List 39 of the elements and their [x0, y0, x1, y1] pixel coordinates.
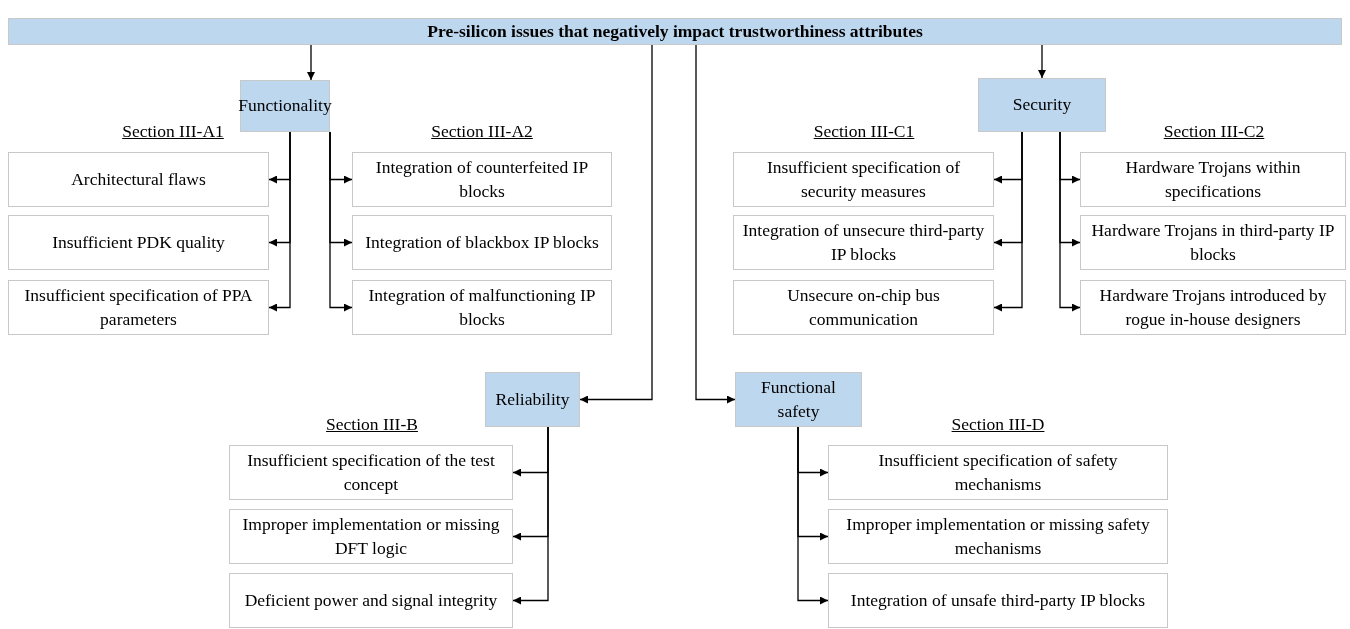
- category-box: Functionality: [240, 80, 330, 132]
- connector-arrow: [307, 44, 315, 81]
- issue-box: Insufficient specification of safety mechanisms: [828, 445, 1168, 500]
- category-box: Reliability: [485, 372, 580, 427]
- issue-box: Architectural flaws: [8, 152, 269, 207]
- connector-arrow: [797, 426, 829, 605]
- section-heading: Section III-D: [951, 414, 1045, 435]
- issue-box: Integration of blackbox IP blocks: [352, 215, 612, 270]
- issue-box: Hardware Trojans within specifications: [1080, 152, 1346, 207]
- section-heading: Section III-C1: [813, 121, 915, 142]
- section-heading: Section III-B: [326, 414, 418, 435]
- issue-box: Integration of unsafe third-party IP blocks: [828, 573, 1168, 628]
- issue-box: Hardware Trojans in third-party IP blocks: [1080, 215, 1346, 270]
- connector-arrow: [993, 131, 1023, 312]
- issue-box: Improper implementation or missing safety mechanisms: [828, 509, 1168, 564]
- issue-box: Insufficient PDK quality: [8, 215, 269, 270]
- title-banner: Pre-silicon issues that negatively impact trustworthiness attributes: [8, 18, 1342, 45]
- issue-box: Deficient power and signal integrity: [229, 573, 513, 628]
- issue-box: Improper implementation or missing DFT logic: [229, 509, 513, 564]
- connector-arrow: [695, 44, 736, 404]
- connector-arrow: [1059, 131, 1081, 312]
- section-heading: Section III-A1: [122, 121, 224, 142]
- issue-box: Integration of unsecure third-party IP blocks: [733, 215, 994, 270]
- issue-box: Hardware Trojans introduced by rogue in-house designers: [1080, 280, 1346, 335]
- category-box: Functional safety: [735, 372, 862, 427]
- connector-arrow: [1038, 44, 1046, 79]
- connector-arrow: [512, 426, 549, 605]
- section-heading: Section III-A2: [431, 121, 533, 142]
- connector-arrow: [268, 131, 291, 312]
- issue-box: Insufficient specification of security measures: [733, 152, 994, 207]
- issue-box: Insufficient specification of PPA parameters: [8, 280, 269, 335]
- issue-box: Unsecure on-chip bus communication: [733, 280, 994, 335]
- issue-box: Insufficient specification of the test concept: [229, 445, 513, 500]
- category-box: Security: [978, 78, 1106, 132]
- issue-box: Integration of malfunctioning IP blocks: [352, 280, 612, 335]
- connector-arrow: [329, 131, 353, 312]
- connector-arrow: [579, 44, 653, 404]
- section-heading: Section III-C2: [1163, 121, 1265, 142]
- issue-box: Integration of counterfeited IP blocks: [352, 152, 612, 207]
